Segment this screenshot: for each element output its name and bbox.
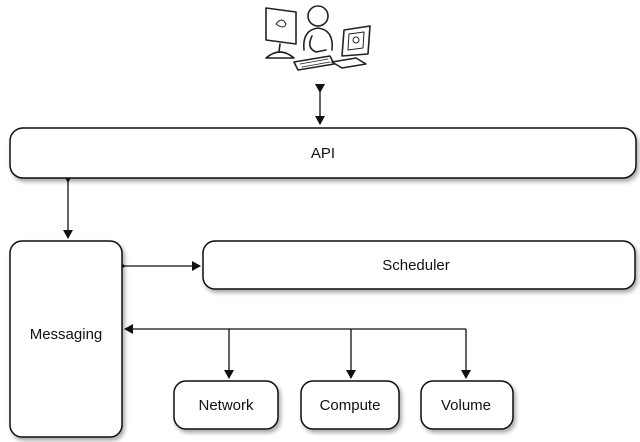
volume-label: Volume xyxy=(441,397,491,414)
scheduler-label: Scheduler xyxy=(382,257,450,274)
connectors xyxy=(63,84,471,379)
network-box: Network xyxy=(173,380,279,430)
user-at-computer-icon xyxy=(265,5,371,71)
scheduler-box: Scheduler xyxy=(202,240,636,290)
network-label: Network xyxy=(198,397,254,414)
compute-label: Compute xyxy=(320,397,381,414)
volume-box: Volume xyxy=(420,380,514,430)
api-label: API xyxy=(311,145,335,162)
api-box: API xyxy=(9,127,637,179)
messaging-label: Messaging xyxy=(30,326,103,343)
messaging-box: Messaging xyxy=(9,240,123,438)
compute-box: Compute xyxy=(300,380,400,430)
